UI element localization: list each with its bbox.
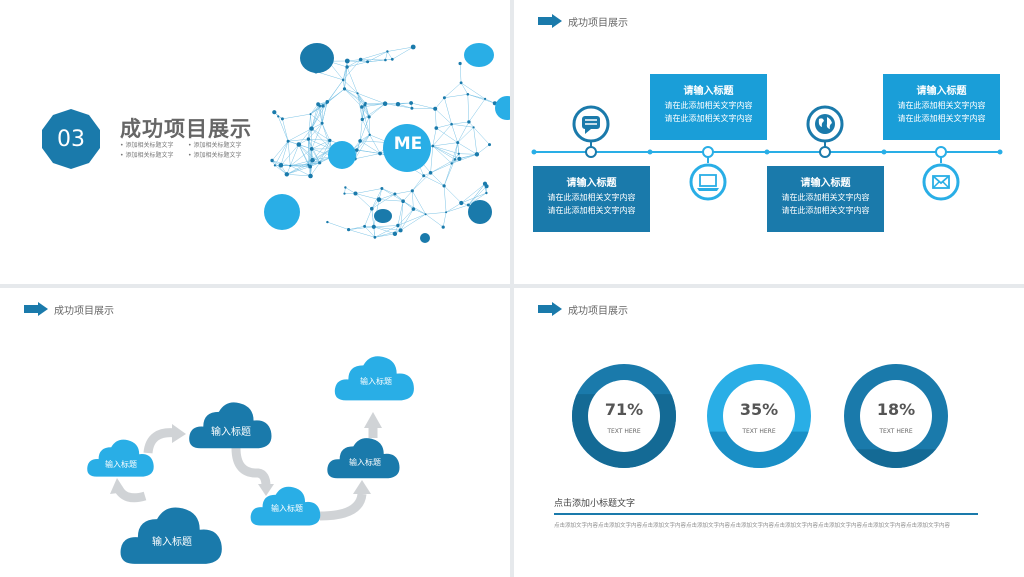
bullet-item: 添加相关标题文字 — [188, 141, 258, 151]
donut-sub: TEXT HERE — [607, 428, 641, 435]
section-number: 03 — [57, 126, 85, 152]
slide-3[interactable]: 成功项目展示 输入标题 输入标题 输入标题 输入标题 输入标题 输入标题 — [0, 288, 510, 577]
me-label: ME — [393, 134, 423, 154]
bullet-item: 添加相关标题文字 — [120, 151, 188, 161]
info-box[interactable]: 请输入标题 请在此添加相关文字内容 请在此添加相关文字内容 — [767, 166, 884, 232]
bullet-item: 添加相关标题文字 — [120, 141, 188, 151]
slide-header: 成功项目展示 — [538, 13, 628, 29]
info-box-line: 请在此添加相关文字内容 — [547, 206, 636, 215]
cloud-flow-graphic — [87, 356, 414, 564]
laptop-icon — [689, 163, 727, 201]
header-title: 成功项目展示 — [568, 17, 628, 29]
body-text: 点击添加文字内容点击添加文字内容点击添加文字内容点击添加文字内容点击添加文字内容… — [554, 523, 951, 529]
info-box-title: 请输入标题 — [683, 86, 734, 97]
globe-icon — [806, 105, 844, 143]
bullet-item: 添加相关标题文字 — [188, 151, 258, 161]
slide-header: 成功项目展示 — [24, 301, 114, 317]
slide-1[interactable]: 03 成功项目展示 添加相关标题文字 添加相关标题文字 添加相关标题文字 添加相… — [0, 0, 510, 284]
info-box-line: 请在此添加相关文字内容 — [897, 101, 986, 110]
slide-2[interactable]: 成功项目展示 — [514, 0, 1024, 284]
info-box-line: 请在此添加相关文字内容 — [897, 114, 986, 123]
cloud-label: 输入标题 — [360, 377, 392, 386]
donut-value: 71% — [604, 400, 644, 419]
donut-charts — [572, 364, 948, 468]
arrow-right-icon — [538, 14, 562, 28]
info-box-title: 请输入标题 — [916, 86, 967, 97]
info-box-line: 请在此添加相关文字内容 — [664, 114, 753, 123]
info-box[interactable]: 请输入标题 请在此添加相关文字内容 请在此添加相关文字内容 — [650, 74, 767, 140]
cloud-label: 输入标题 — [152, 537, 192, 548]
donut-sub: TEXT HERE — [879, 428, 913, 435]
donut-value: 18% — [876, 400, 916, 419]
section-number-badge: 03 — [40, 108, 102, 170]
donut-fill — [844, 449, 948, 468]
donut-value: 35% — [739, 400, 779, 419]
cloud-label: 输入标题 — [211, 427, 251, 438]
info-box-title: 请输入标题 — [566, 178, 617, 189]
info-box-line: 请在此添加相关文字内容 — [547, 193, 636, 202]
donut-hole — [723, 380, 795, 452]
subtitle: 点击添加小标题文字 — [554, 499, 636, 509]
slide-4[interactable]: 成功项目展示 71% TEXT HERE 35% TEXT HERE 18% T… — [514, 288, 1024, 577]
info-box[interactable]: 请输入标题 请在此添加相关文字内容 请在此添加相关文字内容 — [533, 166, 650, 232]
info-box-title: 请输入标题 — [800, 178, 851, 189]
info-box-line: 请在此添加相关文字内容 — [664, 101, 753, 110]
header-title: 成功项目展示 — [54, 305, 114, 317]
donut-hole — [860, 380, 932, 452]
cloud-label: 输入标题 — [105, 460, 137, 469]
mail-icon — [922, 163, 960, 201]
info-box[interactable]: 请输入标题 请在此添加相关文字内容 请在此添加相关文字内容 — [883, 74, 1000, 140]
donut-sub: TEXT HERE — [742, 428, 776, 435]
bubbles-graphic — [264, 43, 510, 243]
info-box-line: 请在此添加相关文字内容 — [781, 193, 870, 202]
header-title: 成功项目展示 — [568, 305, 628, 317]
arrow-right-icon — [24, 302, 48, 316]
cloud-label: 输入标题 — [349, 458, 381, 467]
donut-hole — [588, 380, 660, 452]
chat-icon — [572, 105, 610, 143]
timeline — [531, 140, 1003, 163]
slide-title: 成功项目展示 — [120, 117, 252, 141]
bullet-list: 添加相关标题文字 添加相关标题文字 添加相关标题文字 添加相关标题文字 — [120, 141, 258, 161]
arrow-right-icon — [538, 302, 562, 316]
info-box-line: 请在此添加相关文字内容 — [781, 206, 870, 215]
slide-header: 成功项目展示 — [538, 301, 628, 317]
cloud-label: 输入标题 — [271, 504, 303, 513]
subtitle-divider — [554, 513, 978, 515]
